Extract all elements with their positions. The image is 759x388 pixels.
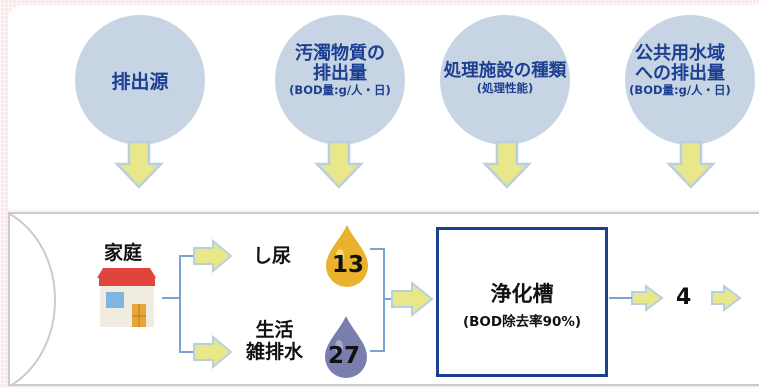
flow-label-nightsoil: し尿 <box>253 245 292 267</box>
header-circle-emission <box>275 15 405 145</box>
down-arrow-icon <box>314 140 364 189</box>
down-arrow-icon <box>114 140 164 189</box>
branch-connector <box>162 255 194 353</box>
header-facility-title: 処理施設の種類 <box>443 61 567 81</box>
right-arrow-icon <box>193 334 233 370</box>
header-discharge-title-line2: への排出量 <box>635 63 725 85</box>
down-arrow-icon <box>666 140 716 189</box>
down-arrow-icon <box>482 140 532 189</box>
flow-label-graywater-line2: 雑排水 <box>246 340 304 363</box>
header-source-title: 排出源 <box>111 71 169 93</box>
header-emission: 汚濁物質の 排出量 (BOD量:g/人・日) <box>250 43 430 98</box>
header-discharge-unit: (BOD量:g/人・日) <box>629 83 731 98</box>
graywater-value: 27 <box>327 343 360 369</box>
header-source: 排出源 <box>80 71 200 93</box>
merge-connector <box>370 248 392 352</box>
facility-performance: (BOD除去率90%) <box>462 314 582 330</box>
source-label: 家庭 <box>104 242 143 264</box>
header-discharge-title-line1: 公共用水域 <box>635 43 725 64</box>
header-facility-performance: (処理性能) <box>476 80 534 95</box>
header-facility: 処理施設の種類 (処理性能) <box>420 61 590 95</box>
left-arc <box>9 213 56 387</box>
header-circle-discharge <box>625 15 755 145</box>
flow-label-graywater: 生活 雑排水 <box>246 319 304 364</box>
output-value: 4 <box>676 285 692 310</box>
right-arrow-icon <box>711 284 742 312</box>
right-arrow-icon <box>631 284 664 312</box>
drop-icon-nightsoil <box>326 225 368 287</box>
header-circle-facility <box>440 15 570 145</box>
facility-name: 浄化槽 <box>490 282 554 306</box>
right-arrow-icon <box>193 238 233 274</box>
septic-tank-box: 浄化槽 (BOD除去率90%) <box>436 227 608 377</box>
house-icon <box>97 268 156 327</box>
header-emission-unit: (BOD量:g/人・日) <box>289 83 391 98</box>
right-arrow-icon <box>391 280 434 318</box>
header-emission-title-line1: 汚濁物質の <box>295 43 385 64</box>
nightsoil-value: 13 <box>331 252 364 278</box>
header-discharge: 公共用水域 への排出量 (BOD量:g/人・日) <box>600 43 759 98</box>
header-circle-source <box>75 15 205 145</box>
flow-label-graywater-line1: 生活 <box>255 319 294 341</box>
header-emission-title-line2: 排出量 <box>313 63 367 85</box>
drop-icon-graywater <box>325 316 367 378</box>
